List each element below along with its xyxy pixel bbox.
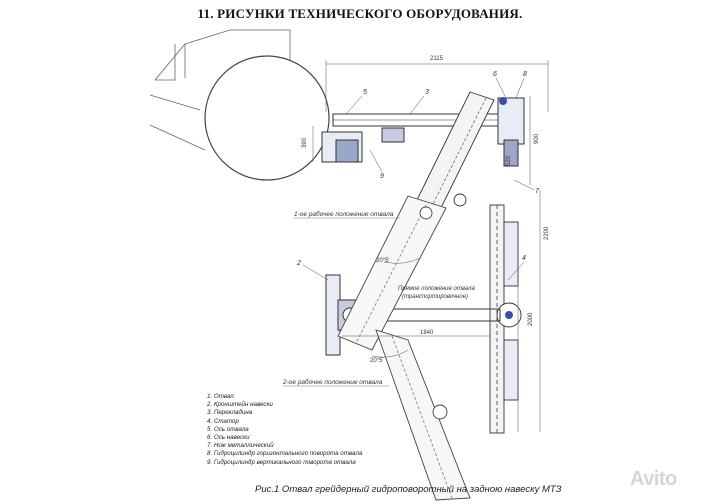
callout-3: 3 [425, 89, 429, 96]
dim-angle-2: 20°5' [370, 358, 384, 364]
avito-watermark: Avito [630, 468, 677, 490]
dim-lower-right: 2000 [528, 312, 534, 326]
page-title: 11. РИСУНКИ ТЕХНИЧЕСКОГО ОБОРУДОВАНИЯ. [197, 6, 523, 21]
annotation-straight-2: (транспортировочное) [402, 294, 468, 300]
parts-legend: 1. Отвал 2. Кронштейн навески 3. Перекла… [207, 393, 362, 467]
callout-4: 4 [522, 255, 526, 262]
dimension-lines [312, 60, 549, 432]
top-blade [415, 91, 507, 211]
dim-lower-span: 1840 [420, 330, 434, 336]
figure-caption: Рис.1 Отвал грейдерный гидроповоротный н… [255, 484, 562, 495]
callout-2: 2 [296, 260, 301, 267]
diagonal-blades [337, 195, 471, 501]
legend-item: 2. Кронштейн навески [207, 401, 273, 409]
callout-8: 8 [523, 71, 527, 78]
annotation-position-1: 1-ое рабочее положение отвала [294, 210, 394, 218]
dim-angle-1: 20°5' [376, 258, 390, 264]
callout-5: 5 [363, 89, 367, 96]
dim-height-right-2: 520 [506, 155, 512, 166]
legend-item: 8. Гидроцилиндр горизонтального поворота… [207, 450, 363, 458]
dim-height-right-1: 900 [534, 133, 540, 144]
legend-item: 3. Перекладина [207, 409, 253, 417]
legend-item: 5. Ось отвала [207, 425, 249, 433]
legend-item: 1. Отвал [207, 393, 234, 400]
annotation-position-2: 2-ое рабочее положение отвала [282, 378, 383, 386]
dim-blade-height: 2200 [544, 226, 550, 240]
annotation-straight-1: Прямое положение отвала [398, 286, 475, 292]
legend-item: 6. Ось навески [207, 434, 250, 442]
callout-6: 6 [493, 71, 497, 78]
callouts [302, 77, 535, 281]
dim-height-left: 390 [302, 137, 308, 148]
dim-top-width: 2115 [430, 56, 444, 62]
rear-wheel [204, 55, 330, 181]
tractor-outline [149, 29, 291, 151]
legend-item: 7. Нож металлический [207, 442, 274, 450]
legend-item: 9. Гидроцилиндр вертикального поворота о… [207, 458, 356, 466]
top-crossbar [321, 97, 525, 167]
right-blade [489, 204, 522, 434]
callout-7: 7 [535, 188, 540, 195]
callout-9: 9 [380, 173, 384, 180]
legend-item: 4. Статор [207, 417, 239, 425]
